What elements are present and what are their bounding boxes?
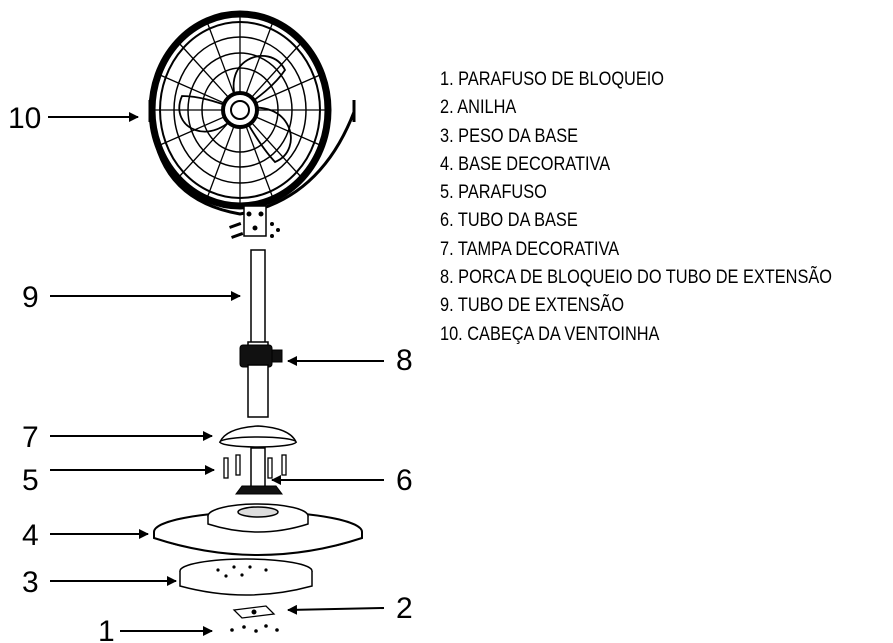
- extension-tube: [247, 249, 269, 355]
- screws: [223, 454, 287, 479]
- callout-8: 8: [287, 344, 413, 377]
- washer: [232, 605, 276, 619]
- callout-3: 3: [22, 566, 177, 599]
- callout-number: 5: [22, 464, 39, 497]
- callout-9: 9: [22, 281, 241, 314]
- callout-number: 8: [396, 344, 413, 377]
- locking-screws: [230, 624, 279, 633]
- callout-number: 2: [396, 592, 413, 625]
- callout-number: 10: [8, 102, 41, 135]
- legend-item: 8. PORCA DE BLOQUEIO DO TUBO DE EXTENSÃO: [440, 267, 832, 289]
- callout-10: 10: [8, 102, 139, 135]
- legend-item: 9. TUBO DE EXTENSÃO: [440, 295, 625, 317]
- callout-5: 5: [22, 464, 215, 497]
- callout-number: 6: [396, 464, 413, 497]
- callout-2: 2: [287, 592, 413, 625]
- legend-item: 1. PARAFUSO DE BLOQUEIO: [440, 69, 664, 90]
- legend-item: 5. PARAFUSO: [440, 182, 547, 204]
- base-weight: [179, 558, 313, 596]
- legend-item: 3. PESO DA BASE: [440, 125, 579, 147]
- legend-item: 7. TAMPA DECORATIVA: [440, 238, 620, 260]
- decorative-cap: [218, 425, 298, 448]
- legend-item: 6. TUBO DA BASE: [440, 210, 578, 232]
- callout-6: 6: [271, 464, 413, 497]
- legend-item: 2. ANILHA: [440, 97, 517, 119]
- callout-number: 7: [22, 421, 39, 454]
- legend-item: 4. BASE DECORATIVA: [440, 153, 611, 175]
- callout-number: 4: [22, 519, 39, 552]
- bracket-bolts: [229, 222, 280, 239]
- parts-legend: 1. PARAFUSO DE BLOQUEIO 2. ANILHA 3. PES…: [440, 66, 893, 349]
- base-tube: [235, 447, 283, 495]
- callout-number: 1: [98, 615, 115, 643]
- fan-head: [148, 10, 356, 237]
- callout-number: 3: [22, 566, 39, 599]
- callout-1: 1: [98, 615, 213, 643]
- callout-4: 4: [22, 519, 149, 552]
- callout-arrow: [287, 604, 385, 615]
- callout-7: 7: [22, 421, 213, 454]
- legend-item: 10. CABEÇA DA VENTOINHA: [440, 323, 660, 345]
- tube-locking-nut: [239, 344, 283, 418]
- decorative-base: [153, 503, 363, 556]
- callout-number: 9: [22, 281, 39, 314]
